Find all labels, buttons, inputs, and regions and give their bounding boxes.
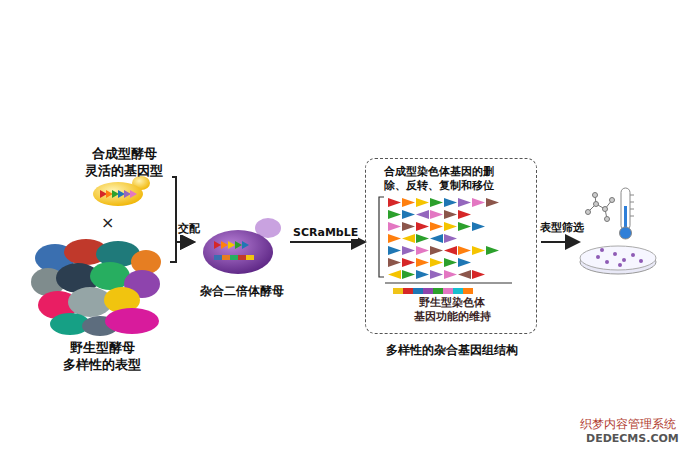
gene-triangle	[444, 258, 457, 267]
connector-arrow	[170, 242, 194, 262]
node-text: 野生型染色体 基因功能的维持	[396, 296, 508, 323]
gene-triangle	[444, 222, 457, 231]
gene-triangle	[444, 198, 457, 207]
bar-segment	[433, 288, 443, 294]
wild-yeast: 野生型酵母多样性的表型	[34, 240, 170, 374]
genome-box: 合成型染色体基因的删除、反转、复制和移位野生型染色体 基因功能的维持多样性的杂合…	[365, 158, 537, 334]
wild-chromosome-bar	[393, 288, 473, 294]
edge-label: 交配	[178, 222, 200, 235]
bar-segment	[443, 288, 453, 294]
gene-triangle	[416, 210, 429, 219]
gene-triangle	[458, 258, 471, 267]
node-text: 合成型酵母	[76, 146, 172, 163]
gene-triangle	[388, 234, 401, 243]
edge-label: SCRaMbLE	[293, 226, 358, 239]
petri-dish	[580, 246, 656, 274]
gene-triangle	[430, 246, 443, 255]
gene-triangle	[388, 258, 401, 267]
node-text: 杂合二倍体酵母	[194, 284, 290, 300]
bar-segment	[413, 288, 423, 294]
gene-triangle	[388, 270, 401, 279]
gene-triangle	[402, 210, 415, 219]
gene-triangle	[444, 234, 457, 243]
gene-triangle	[486, 246, 499, 255]
gene-triangle	[458, 270, 471, 279]
gene-triangle	[402, 258, 415, 267]
node-text: 多样性的杂合基因组结构	[352, 343, 552, 359]
gene-triangle	[458, 222, 471, 231]
gene-triangle	[458, 210, 471, 219]
bar-segment	[403, 288, 413, 294]
gene-triangle	[458, 198, 471, 207]
bar-segment	[463, 288, 473, 294]
connector-arrow	[290, 241, 365, 243]
gene-triangle-rows	[388, 198, 499, 279]
gene-triangle	[472, 198, 485, 207]
gene-triangle	[458, 246, 471, 255]
gene-triangle	[416, 198, 429, 207]
synthetic-yeast: 合成型酵母灵活的基因型	[76, 146, 172, 208]
gene-triangle	[388, 222, 401, 231]
gene-triangle	[416, 270, 429, 279]
screening-label: 表型筛选	[540, 221, 584, 234]
gene-triangle	[430, 258, 443, 267]
gene-triangle	[472, 270, 485, 279]
watermark: 织梦内容管理系统	[580, 417, 676, 431]
bracket	[379, 197, 384, 277]
node-text: 合成型染色体基因的删除、反转、复制和移位	[384, 165, 504, 194]
gene-triangle	[444, 270, 457, 279]
gene-triangle	[402, 270, 415, 279]
gene-triangle	[430, 198, 443, 207]
gene-triangle	[416, 246, 429, 255]
node-text: 野生型酵母	[34, 340, 170, 357]
thermometer-icon	[620, 188, 635, 239]
gene-triangle	[388, 246, 401, 255]
gene-triangle	[416, 234, 429, 243]
gene-triangle	[388, 210, 401, 219]
gene-triangle	[402, 234, 415, 243]
hybrid-yeast-cell	[203, 218, 281, 274]
gene-triangle	[430, 270, 443, 279]
wild-yeast-cluster	[31, 239, 161, 336]
bar-segment	[423, 288, 433, 294]
gene-triangle	[430, 234, 443, 243]
molecule-icon	[586, 193, 615, 222]
synthetic-yeast-cell	[93, 176, 150, 206]
node-text: 多样性的表型	[34, 357, 170, 374]
divider-line	[385, 282, 512, 283]
gene-triangle	[402, 222, 415, 231]
hybrid-yeast: 杂合二倍体酵母	[194, 214, 290, 302]
gene-triangle	[388, 198, 401, 207]
gene-triangle	[444, 246, 457, 255]
node-text: 灵活的基因型	[76, 163, 172, 180]
gene-triangle	[486, 198, 499, 207]
gene-triangle	[430, 222, 443, 231]
watermark: DEDECMS.COM	[586, 432, 679, 445]
gene-triangle	[444, 210, 457, 219]
gene-triangle	[472, 246, 485, 255]
gene-triangle	[416, 222, 429, 231]
gene-triangle	[472, 222, 485, 231]
gene-triangle	[430, 210, 443, 219]
gene-triangle	[402, 198, 415, 207]
bar-segment	[393, 288, 403, 294]
gene-triangle	[416, 258, 429, 267]
bar-segment	[453, 288, 463, 294]
screening-arrow	[541, 241, 579, 243]
cross-symbol: ×	[101, 213, 114, 232]
gene-triangle	[402, 246, 415, 255]
